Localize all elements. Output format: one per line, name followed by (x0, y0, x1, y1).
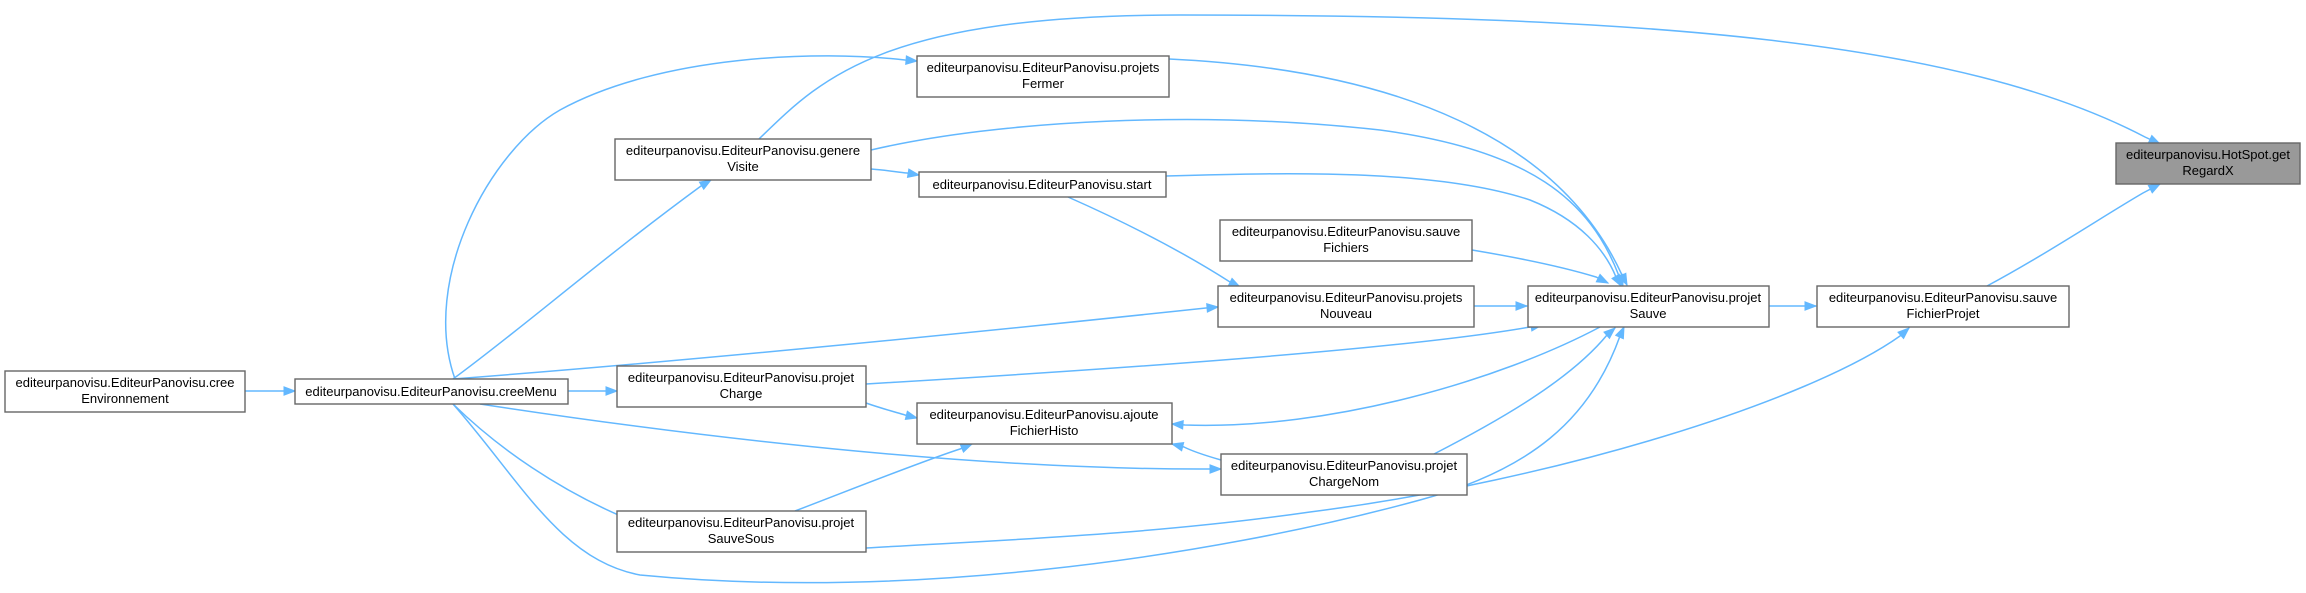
node-label-line: editeurpanovisu.EditeurPanovisu.sauve (1829, 290, 2057, 305)
edge-sauveFichierProjet-to-getRegardX (1986, 183, 2162, 287)
node-label-line: Sauve (1630, 306, 1667, 321)
edge-creeMenu-to-projetsNouveau (452, 303, 1220, 380)
edge-creeMenu-to-projetSauve (452, 325, 1625, 584)
node-label-line: SauveSous (708, 531, 775, 546)
node-label-line: editeurpanovisu.HotSpot.get (2126, 147, 2290, 162)
edge-start-to-projetsNouveau (1067, 196, 1242, 288)
edge-projetsNouveau-to-projetSauve (1474, 301, 1529, 311)
node-creeEnvironnement[interactable]: editeurpanovisu.EditeurPanovisu.cree Env… (4, 370, 246, 413)
node-genereVisite[interactable]: editeurpanovisu.EditeurPanovisu.genere V… (614, 138, 872, 181)
node-label-line: Charge (720, 386, 763, 401)
edge-projetChargeNom-to-ajouteFichierHisto (1170, 442, 1222, 461)
node-start[interactable]: editeurpanovisu.EditeurPanovisu.start (918, 171, 1167, 198)
node-label-line: editeurpanovisu.EditeurPanovisu.start (933, 177, 1152, 192)
node-ajouteFichierHisto[interactable]: editeurpanovisu.EditeurPanovisu.ajoute F… (916, 402, 1173, 445)
node-projetsFermer[interactable]: editeurpanovisu.EditeurPanovisu.projets … (916, 55, 1170, 98)
edge-creeMenu-to-projetCharge (568, 386, 619, 396)
node-label-line: editeurpanovisu.EditeurPanovisu.sauve (1232, 224, 1460, 239)
node-creeMenu[interactable]: editeurpanovisu.EditeurPanovisu.creeMenu (294, 378, 569, 405)
edge-projetSauve-to-sauveFichierProjet (1769, 301, 1818, 311)
node-label-line: editeurpanovisu.EditeurPanovisu.projets (1230, 290, 1463, 305)
node-getRegardX[interactable]: editeurpanovisu.HotSpot.get RegardX (2115, 142, 2301, 185)
edge-projetSauve-to-ajouteFichierHisto (1170, 326, 1601, 430)
edge-creeMenu-to-projetsFermer (445, 55, 919, 380)
edge-creeMenu-to-genereVisite (452, 179, 713, 380)
edge-genereVisite-to-start (870, 168, 921, 178)
node-label-line: Fermer (1022, 76, 1065, 91)
edge-projetChargeNom-to-projetSauve (1433, 327, 1617, 455)
node-projetSauve[interactable]: editeurpanovisu.EditeurPanovisu.projet S… (1527, 285, 1770, 328)
node-label-line: editeurpanovisu.EditeurPanovisu.projets (927, 60, 1160, 75)
node-label-line: Environnement (81, 391, 169, 406)
node-label-line: editeurpanovisu.EditeurPanovisu.ajoute (929, 407, 1158, 422)
node-label-line: Visite (727, 159, 759, 174)
edge-sauveFichiers-to-projetSauve (1471, 249, 1610, 284)
edge-projetCharge-to-projetSauve (865, 322, 1544, 385)
node-label-line: editeurpanovisu.EditeurPanovisu.creeMenu (305, 384, 557, 399)
edge-creeMenu-to-projetChargeNom (479, 403, 1223, 474)
node-label-line: FichierHisto (1010, 423, 1079, 438)
node-label-line: Fichiers (1323, 240, 1369, 255)
node-label-line: ChargeNom (1309, 474, 1379, 489)
node-label-line: FichierProjet (1907, 306, 1980, 321)
node-sauveFichiers[interactable]: editeurpanovisu.EditeurPanovisu.sauve Fi… (1219, 219, 1473, 262)
node-sauveFichierProjet[interactable]: editeurpanovisu.EditeurPanovisu.sauve Fi… (1816, 285, 2070, 328)
node-label-line: editeurpanovisu.EditeurPanovisu.projet (628, 370, 855, 385)
node-projetsNouveau[interactable]: editeurpanovisu.EditeurPanovisu.projets … (1217, 285, 1475, 328)
node-label-line: Nouveau (1320, 306, 1372, 321)
node-projetCharge[interactable]: editeurpanovisu.EditeurPanovisu.projet C… (616, 365, 867, 408)
node-label-line: editeurpanovisu.EditeurPanovisu.cree (16, 375, 235, 390)
edge-creeEnvironnement-to-creeMenu (245, 386, 297, 396)
node-label-line: editeurpanovisu.EditeurPanovisu.projet (628, 515, 855, 530)
nodes-layer: editeurpanovisu.HotSpot.get RegardX edit… (4, 55, 2301, 553)
edge-projetCharge-to-ajouteFichierHisto (865, 402, 919, 420)
node-label-line: RegardX (2182, 163, 2234, 178)
edge-start-to-projetSauve (1165, 173, 1622, 288)
node-label-line: editeurpanovisu.EditeurPanovisu.projet (1231, 458, 1458, 473)
node-label-line: editeurpanovisu.EditeurPanovisu.genere (626, 143, 860, 158)
node-projetSauveSous[interactable]: editeurpanovisu.EditeurPanovisu.projet S… (616, 510, 867, 553)
node-projetChargeNom[interactable]: editeurpanovisu.EditeurPanovisu.projet C… (1220, 453, 1468, 496)
edge-genereVisite-to-getRegardX (758, 14, 2162, 145)
node-label-line: editeurpanovisu.EditeurPanovisu.projet (1535, 290, 1762, 305)
edge-projetSauveSous-to-sauveFichierProjet (865, 327, 1911, 549)
